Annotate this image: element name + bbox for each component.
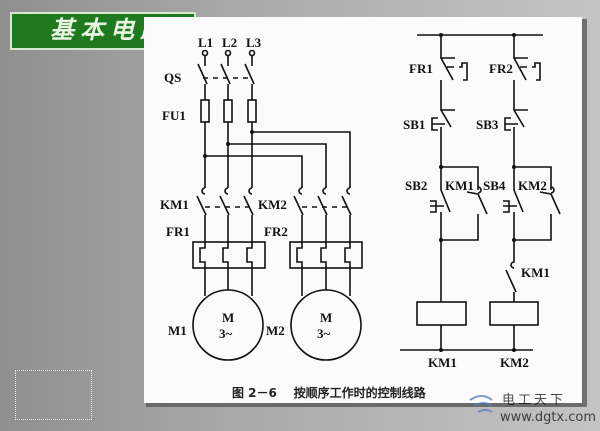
motor-m2: M 3~: [290, 289, 362, 361]
label-l3: L3: [246, 35, 262, 50]
motor-m1: M 3~: [192, 289, 264, 361]
phase-terminals: [197, 49, 256, 100]
watermark-url: www.dgtx.com: [500, 410, 596, 425]
label-fr1: FR1: [166, 224, 190, 239]
figure-caption: 图 2－6 按顺序工作时的控制线路: [232, 385, 427, 400]
label-km1-interlock: KM1: [521, 265, 550, 280]
panel-shadow-right: [582, 19, 587, 407]
watermark-text: 电工天下: [502, 393, 566, 408]
label-qs: QS: [164, 70, 181, 85]
label-coil-km2: KM2: [500, 355, 529, 370]
label-ctrl-fr2: FR2: [489, 61, 513, 76]
label-km2: KM2: [258, 197, 287, 212]
label-l2: L2: [222, 35, 237, 50]
label-km1: KM1: [160, 197, 189, 212]
fuses: [200, 99, 351, 188]
motor2-symbol: M: [320, 310, 332, 325]
thermal-relays: [192, 241, 363, 296]
label-m1: M1: [168, 323, 187, 338]
main-contacts: [196, 187, 352, 242]
panel-shadow: [146, 403, 586, 407]
control-junctions: [439, 33, 516, 352]
watermark-logo: [469, 395, 493, 413]
junctions: [203, 130, 254, 158]
label-km2-aux: KM2: [518, 178, 547, 193]
watermark: 电工天下 www.dgtx.com: [469, 393, 596, 425]
label-coil-km1: KM1: [428, 355, 457, 370]
label-km1-aux: KM1: [445, 178, 474, 193]
label-fr2: FR2: [264, 224, 288, 239]
control-circuit: FR1 FR2 SB1 SB3 SB2 KM1 SB4 KM2 KM1 KM1 …: [400, 33, 561, 370]
motor1-type: 3~: [219, 326, 233, 341]
label-ctrl-fr1: FR1: [409, 61, 433, 76]
label-sb1: SB1: [403, 117, 425, 132]
label-m2: M2: [266, 323, 285, 338]
label-sb3: SB3: [476, 117, 499, 132]
control-wiring: [400, 34, 561, 351]
placeholder-box: [15, 370, 92, 420]
power-circuit: L1 L2 L3 QS FU1 KM1 KM2 FR1 FR2: [160, 35, 363, 361]
label-l1: L1: [198, 35, 213, 50]
motor1-symbol: M: [222, 310, 234, 325]
label-sb4: SB4: [483, 178, 506, 193]
label-fu1: FU1: [162, 108, 186, 123]
label-sb2: SB2: [405, 178, 427, 193]
motor2-type: 3~: [317, 326, 331, 341]
